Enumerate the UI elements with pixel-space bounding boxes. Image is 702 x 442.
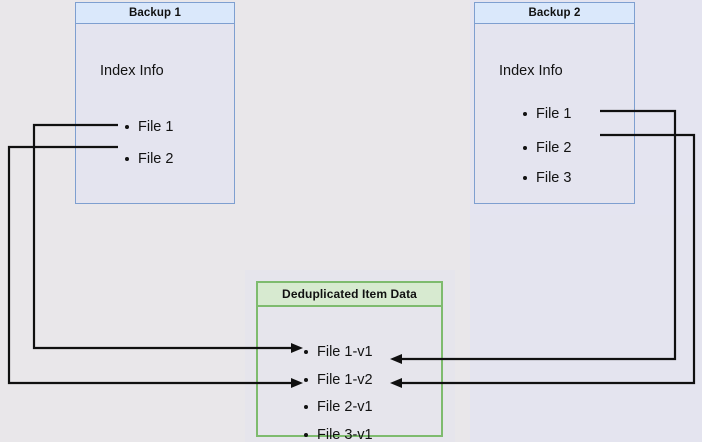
list-item[interactable]: File 2 [523,140,571,156]
node-backup-1[interactable]: Backup 1 Index Info File 1 File 2 [75,2,235,204]
node-backup-2[interactable]: Backup 2 Index Info File 1 File 2 File 3 [474,2,635,204]
node-deduplicated-item-data[interactable]: Deduplicated Item Data File 1-v1 File 1-… [256,281,443,442]
node-backup-2-title: Backup 2 [475,3,634,24]
backup-1-file-list: File 1 File 2 [125,120,173,166]
backup-2-file-list: File 1 File 2 File 3 [523,107,571,186]
list-item[interactable]: File 3 [523,171,571,186]
node-deduplicated-item-data-title: Deduplicated Item Data [258,283,441,307]
backup-2-index-info-label: Index Info [499,63,563,79]
backup-1-index-info-label: Index Info [100,63,164,79]
list-item[interactable]: File 2 [125,151,173,167]
node-backup-1-title: Backup 1 [76,3,234,24]
dedup-item-list: File 1-v1 File 1-v2 File 2-v1 File 3-v1 [304,345,373,442]
background-band-right-lower [470,215,702,442]
list-item[interactable]: File 3-v1 [304,427,373,442]
list-item[interactable]: File 1 [125,120,173,135]
list-item[interactable]: File 2-v1 [304,400,373,415]
list-item[interactable]: File 1-v1 [304,345,373,360]
list-item[interactable]: File 1 [523,107,571,122]
list-item[interactable]: File 1-v2 [304,372,373,388]
